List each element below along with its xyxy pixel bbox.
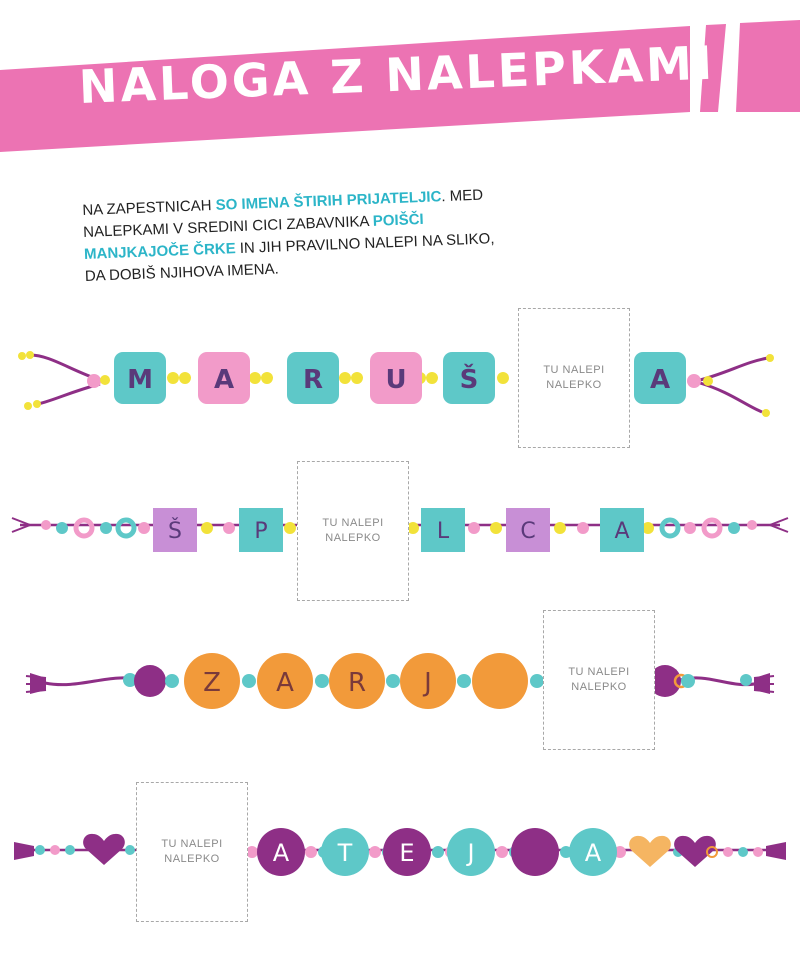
bead-letter: A	[585, 839, 602, 867]
bead-letter: Š	[460, 363, 479, 395]
bead-letter: R	[348, 668, 366, 698]
bead-letter: A	[276, 668, 294, 698]
bead-letter: M	[127, 365, 153, 395]
placeholder-line2: NALEPKO	[325, 532, 381, 544]
bead-letter: P	[254, 519, 267, 544]
bead-letter: A	[614, 519, 629, 544]
placeholder-line1: TU NALEPI	[161, 838, 223, 850]
placeholder-line2: NALEPKO	[546, 379, 602, 391]
bead-letter: J	[465, 839, 474, 867]
placeholder-line2: NALEPKO	[164, 853, 220, 865]
title-banner: NALOGA Z NALEPKAMI	[0, 0, 800, 160]
bead-letter: Š	[168, 518, 182, 544]
sticker-placeholder[interactable]: TU NALEPI NALEPKO	[518, 308, 630, 448]
placeholder-line1: TU NALEPI	[543, 364, 605, 376]
bead-letter: L	[437, 519, 450, 544]
sticker-placeholder[interactable]: TU NALEPI NALEPKO	[297, 461, 409, 601]
bead-letter: J	[422, 668, 432, 698]
bead-letter: A	[650, 365, 670, 395]
bead-letter: Z	[203, 668, 221, 698]
bead-letter: A	[214, 365, 234, 395]
sticker-placeholder[interactable]: TU NALEPI NALEPKO	[136, 782, 248, 922]
bead-letter: C	[520, 519, 535, 544]
banner-shape	[0, 20, 800, 152]
placeholder-line1: TU NALEPI	[568, 666, 630, 678]
placeholder-line1: TU NALEPI	[322, 517, 384, 529]
placeholder-line2: NALEPKO	[571, 681, 627, 693]
bead-letter: R	[303, 365, 323, 395]
bead-letter: U	[385, 365, 406, 395]
sticker-placeholder[interactable]: TU NALEPI NALEPKO	[543, 610, 655, 750]
bead-letter: E	[399, 839, 414, 867]
bead-letter: A	[273, 839, 290, 867]
bead-letter: T	[337, 839, 353, 867]
